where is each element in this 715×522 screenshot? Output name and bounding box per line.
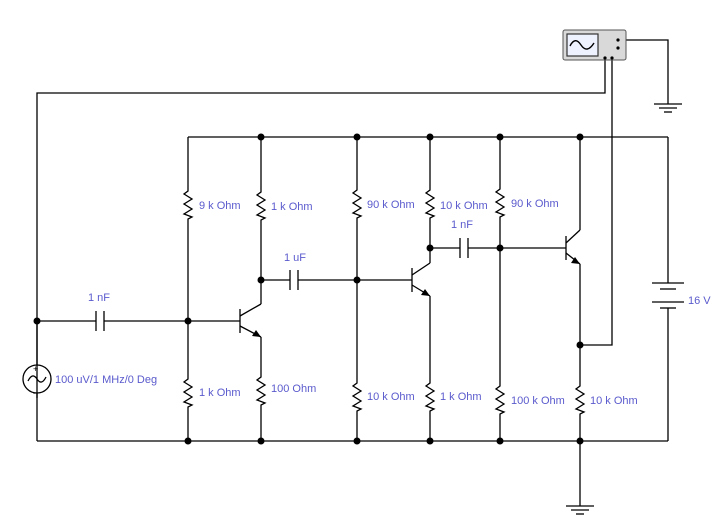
coupling-capacitor-2[interactable] bbox=[459, 238, 469, 258]
coupling-capacitor-2-label: 1 nF bbox=[451, 219, 473, 231]
transistor-q3[interactable] bbox=[565, 229, 581, 265]
svg-text:+: + bbox=[33, 364, 38, 374]
resistor-r2[interactable] bbox=[183, 372, 193, 414]
rc2-label: 10 k Ohm bbox=[440, 200, 488, 212]
coupling-capacitor-1-label: 1 uF bbox=[284, 252, 306, 264]
wires bbox=[36, 39, 669, 500]
resistor-re1[interactable] bbox=[256, 370, 266, 412]
resistor-r1[interactable] bbox=[183, 184, 193, 226]
resistor-r4[interactable] bbox=[352, 376, 362, 418]
coupling-capacitor-1[interactable] bbox=[289, 270, 299, 290]
ground-symbol-main bbox=[565, 499, 595, 515]
resistor-r3[interactable] bbox=[352, 183, 362, 225]
resistor-rc1[interactable] bbox=[256, 185, 266, 227]
resistor-re3[interactable] bbox=[575, 379, 585, 421]
transistor-q2[interactable] bbox=[411, 262, 431, 297]
resistor-rc2[interactable] bbox=[425, 183, 435, 225]
transistor-q1[interactable] bbox=[239, 303, 262, 338]
ac-source[interactable]: + - bbox=[22, 364, 52, 398]
source-label: 100 uV/1 MHz/0 Deg bbox=[55, 374, 157, 386]
re3-label: 10 k Ohm bbox=[590, 395, 638, 407]
junction-dots bbox=[33, 133, 584, 445]
resistor-r5[interactable] bbox=[495, 182, 505, 224]
re1-label: 100 Ohm bbox=[271, 383, 316, 395]
r6-label: 100 k Ohm bbox=[511, 395, 565, 407]
resistor-r6[interactable] bbox=[495, 379, 505, 421]
resistor-re2[interactable] bbox=[425, 376, 435, 418]
r4-label: 10 k Ohm bbox=[367, 391, 415, 403]
ground-symbol-scope bbox=[653, 97, 683, 113]
r2-label: 1 k Ohm bbox=[199, 387, 241, 399]
re2-label: 1 k Ohm bbox=[440, 391, 482, 403]
battery-label: 16 V bbox=[688, 295, 711, 307]
oscilloscope-icon bbox=[569, 40, 595, 50]
r3-label: 90 k Ohm bbox=[367, 199, 415, 211]
r1-label: 9 k Ohm bbox=[199, 200, 241, 212]
rc1-label: 1 k Ohm bbox=[271, 201, 313, 213]
r5-label: 90 k Ohm bbox=[511, 198, 559, 210]
oscilloscope[interactable] bbox=[562, 29, 627, 61]
input-capacitor-label: 1 nF bbox=[88, 292, 110, 304]
svg-text:-: - bbox=[33, 388, 36, 398]
input-capacitor[interactable] bbox=[95, 311, 105, 331]
battery[interactable] bbox=[652, 282, 684, 312]
